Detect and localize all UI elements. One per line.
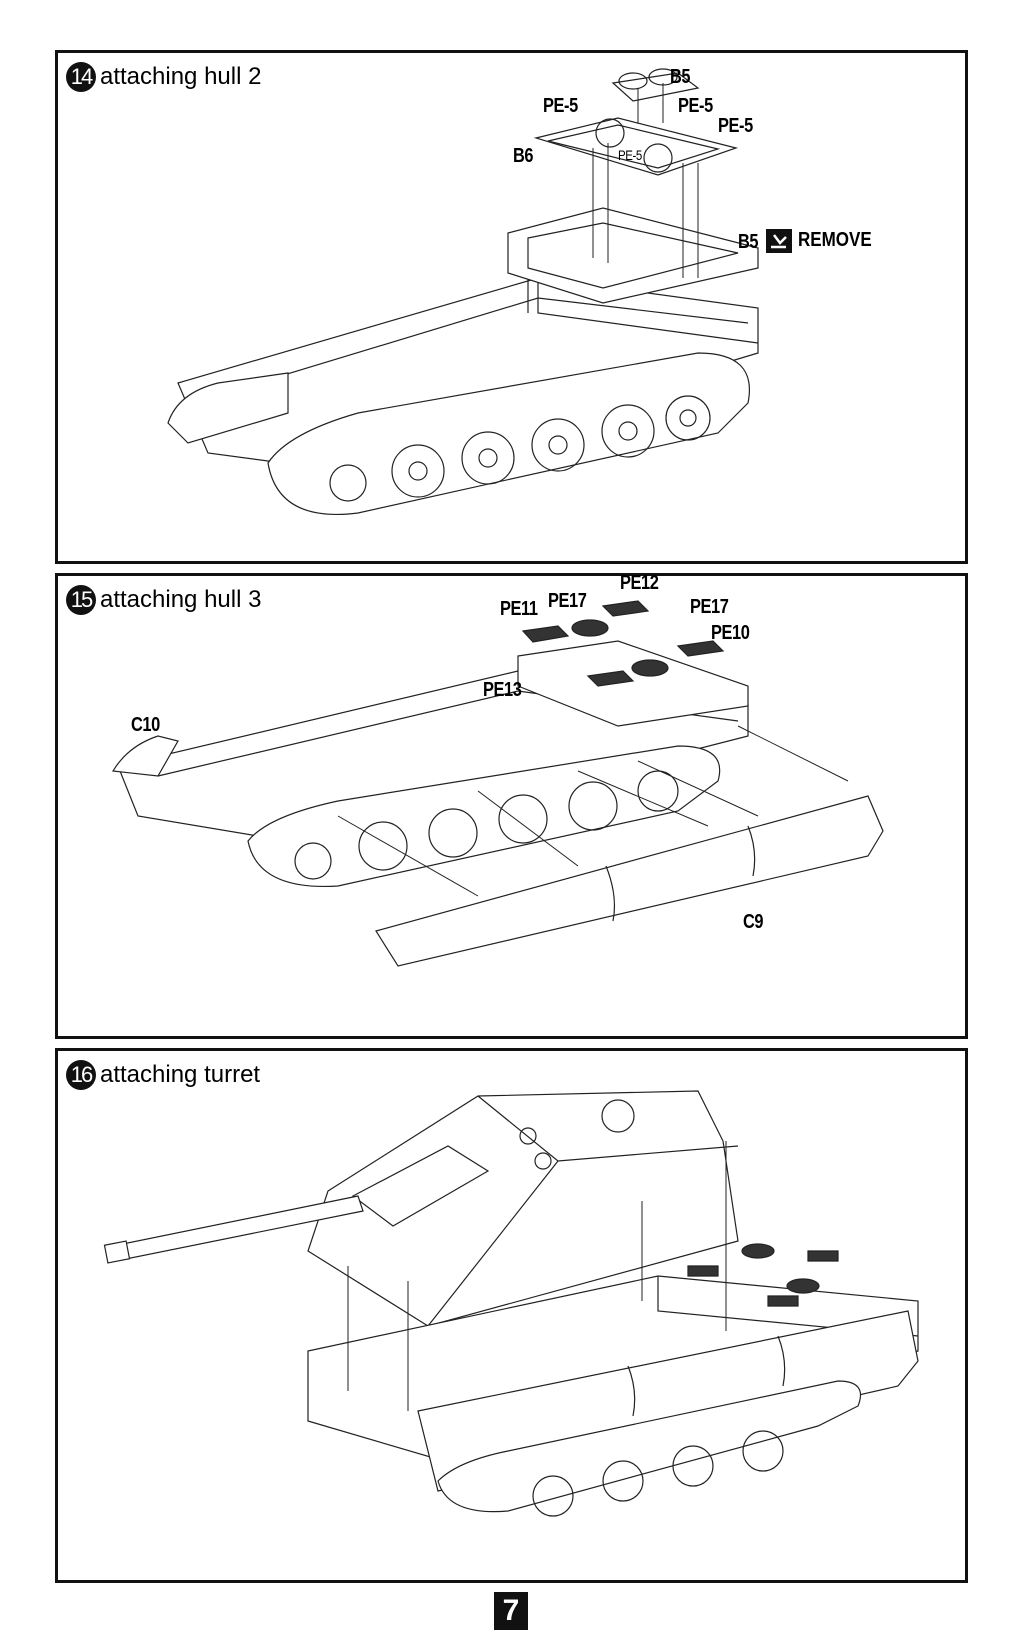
- part-label-pe12: PE12: [620, 572, 659, 594]
- part-label-pe13: PE13: [483, 679, 522, 701]
- part-label-pe5: PE-5: [678, 95, 713, 117]
- road-wheels: [533, 1431, 783, 1516]
- step-16-panel: 16 attaching turret: [55, 1048, 968, 1583]
- part-label-c9: C9: [743, 911, 764, 933]
- step-15-panel: 15 attaching hull 3 PE11 PE17 PE12 PE17 …: [55, 572, 968, 1039]
- part-label-pe5: PE-5: [618, 147, 642, 163]
- part-label-pe10: PE10: [711, 622, 750, 644]
- page-number: 7: [494, 1592, 528, 1630]
- step-header: 15 attaching hull 3: [66, 585, 261, 615]
- step-header: 16 attaching turret: [66, 1060, 260, 1090]
- part-label-pe5: PE-5: [718, 115, 753, 137]
- road-wheels: [295, 771, 678, 879]
- step-header: 14 attaching hull 2: [66, 62, 261, 92]
- muzzle-brake: [104, 1241, 129, 1263]
- part-label-b5: B5: [738, 231, 759, 253]
- step-title: attaching hull 3: [100, 586, 262, 613]
- part-label-pe17: PE17: [690, 596, 729, 618]
- turret-assembly-drawing: [58, 1051, 965, 1580]
- road-wheels: [330, 396, 710, 501]
- part-label-pe5: PE-5: [543, 95, 578, 117]
- part-label-b5: B5: [670, 66, 691, 88]
- step-title: attaching hull 2: [100, 63, 262, 90]
- part-label-pe11: PE11: [500, 598, 538, 620]
- step-number-badge: 14: [66, 62, 96, 92]
- hull-assembly-drawing: [58, 53, 965, 561]
- step-number-badge: 15: [66, 585, 96, 615]
- part-label-c10: C10: [131, 714, 160, 736]
- step-number-badge: 16: [66, 1060, 96, 1090]
- cutter-remove-icon: [766, 229, 792, 253]
- side-skirt-c9: [376, 796, 883, 966]
- step-title: attaching turret: [100, 1061, 261, 1088]
- remove-note: REMOVE: [798, 229, 872, 251]
- part-label-pe17: PE17: [548, 590, 587, 612]
- step-14-panel: 14 attaching hull 2 B5 PE-5 PE-5 PE-5 P: [55, 50, 968, 564]
- turret: [308, 1091, 738, 1326]
- part-label-b6: B6: [513, 145, 534, 167]
- hull-side-skirts-drawing: [58, 576, 965, 1036]
